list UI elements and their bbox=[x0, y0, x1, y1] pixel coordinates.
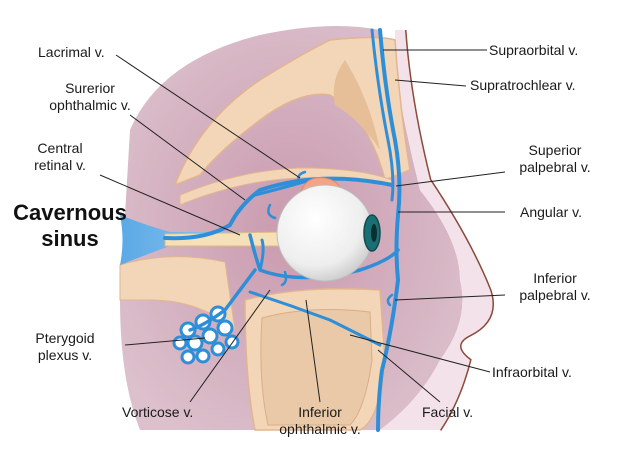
label-central-retinal-vein: Central retinal v. bbox=[20, 140, 100, 174]
label-infraorbital-vein: Infraorbital v. bbox=[492, 364, 572, 381]
label-line-2: sinus bbox=[5, 226, 135, 252]
label-pterygoid-plexus: Pterygoid plexus v. bbox=[20, 330, 110, 364]
label-superior-ophthalmic-vein: Surerior ophthalmic v. bbox=[20, 80, 160, 114]
label-line-2: ophthalmic v. bbox=[20, 97, 160, 114]
label-cavernous-sinus: Cavernous sinus bbox=[5, 200, 135, 252]
label-line-1: Inferior bbox=[250, 404, 390, 421]
label-line-2: ophthalmic v. bbox=[250, 421, 390, 438]
label-vorticose-vein: Vorticose v. bbox=[122, 404, 193, 421]
label-facial-vein: Facial v. bbox=[422, 404, 473, 421]
label-lacrimal-vein: Lacrimal v. bbox=[38, 44, 105, 61]
label-supraorbital-vein: Supraorbital v. bbox=[489, 42, 578, 59]
label-line-1: Central bbox=[20, 140, 100, 157]
label-angular-vein: Angular v. bbox=[520, 204, 582, 221]
label-line-2: plexus v. bbox=[20, 347, 110, 364]
label-line-2: retinal v. bbox=[20, 157, 100, 174]
label-line-1: Superior bbox=[505, 142, 605, 159]
label-superior-palpebral-vein: Superior palpebral v. bbox=[505, 142, 605, 176]
eyeball bbox=[277, 185, 373, 281]
label-line-1: Surerior bbox=[20, 80, 160, 97]
pupil bbox=[371, 224, 377, 242]
label-supratrochlear-vein: Supratrochlear v. bbox=[470, 77, 576, 94]
label-line-1: Pterygoid bbox=[20, 330, 110, 347]
label-line-2: palpebral v. bbox=[505, 287, 605, 304]
label-inferior-ophthalmic-vein: Inferior ophthalmic v. bbox=[250, 404, 390, 438]
label-line-1: Inferior bbox=[505, 270, 605, 287]
label-inferior-palpebral-vein: Inferior palpebral v. bbox=[505, 270, 605, 304]
label-line-2: palpebral v. bbox=[505, 159, 605, 176]
label-line-1: Cavernous bbox=[5, 200, 135, 226]
